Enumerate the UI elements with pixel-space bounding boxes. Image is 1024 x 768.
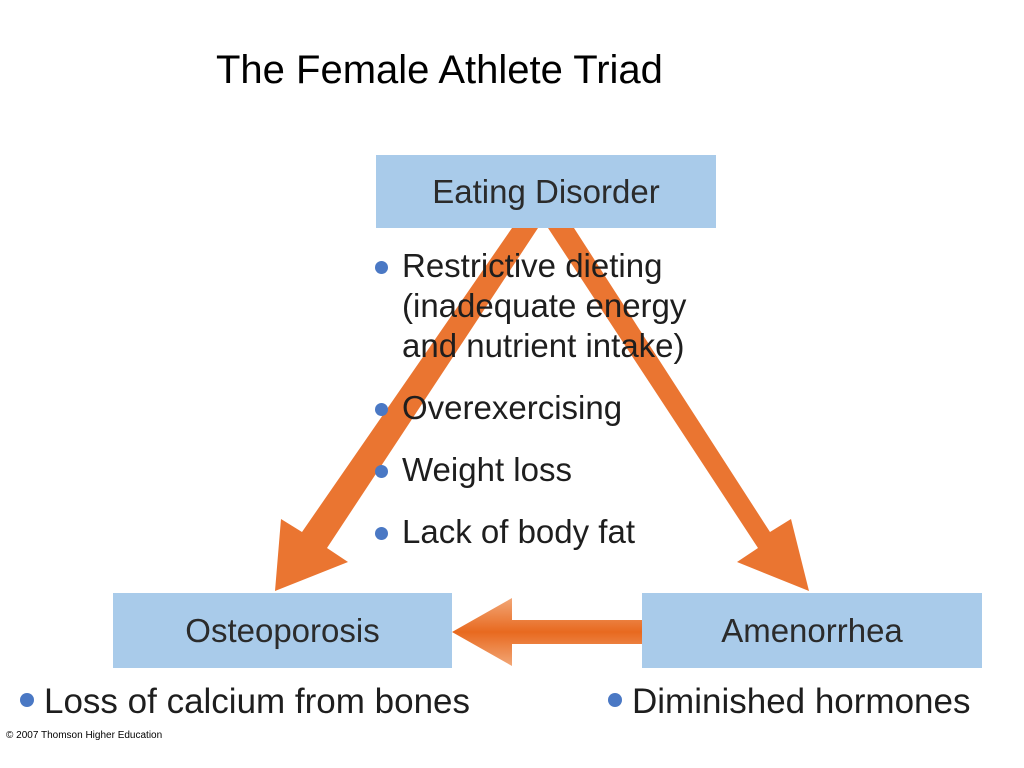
bullet-dot-icon xyxy=(375,527,388,540)
factor-text: Lack of body fat xyxy=(402,513,635,550)
arrow-eating-to-osteoporosis xyxy=(275,228,538,591)
bullet-dot-icon xyxy=(20,692,34,707)
bullet-dot-icon xyxy=(608,692,622,707)
eating-disorder-factors: Restrictive dieting (inadequate energy a… xyxy=(373,246,686,574)
list-item: Weight loss xyxy=(373,450,686,490)
list-item: Overexercising xyxy=(373,388,686,428)
bullet-dot-icon xyxy=(375,261,388,274)
factor-text: Overexercising xyxy=(402,389,623,426)
amenorrhea-factor-text: Diminished hormones xyxy=(632,682,971,721)
copyright-notice: © 2007 Thomson Higher Education xyxy=(6,730,163,741)
bullet-dot-icon xyxy=(375,465,388,478)
bullet-dot-icon xyxy=(375,403,388,416)
osteoporosis-factor-text: Loss of calcium from bones xyxy=(44,682,471,721)
osteoporosis-factor: Loss of calcium from bones xyxy=(20,682,470,722)
amenorrhea-factor: Diminished hormones xyxy=(608,682,970,722)
list-item: Restrictive dieting (inadequate energy a… xyxy=(373,246,686,366)
osteoporosis-box: Osteoporosis xyxy=(113,593,452,668)
factor-text: Weight loss xyxy=(402,451,572,488)
factor-text: Restrictive dieting (inadequate energy a… xyxy=(402,247,687,364)
arrow-amenorrhea-to-osteoporosis xyxy=(452,598,642,666)
eating-disorder-box: Eating Disorder xyxy=(376,155,716,228)
slide-title: The Female Athlete Triad xyxy=(216,48,663,92)
arrow-eating-to-amenorrhea xyxy=(548,228,809,591)
amenorrhea-box: Amenorrhea xyxy=(642,593,982,668)
list-item: Lack of body fat xyxy=(373,512,686,552)
